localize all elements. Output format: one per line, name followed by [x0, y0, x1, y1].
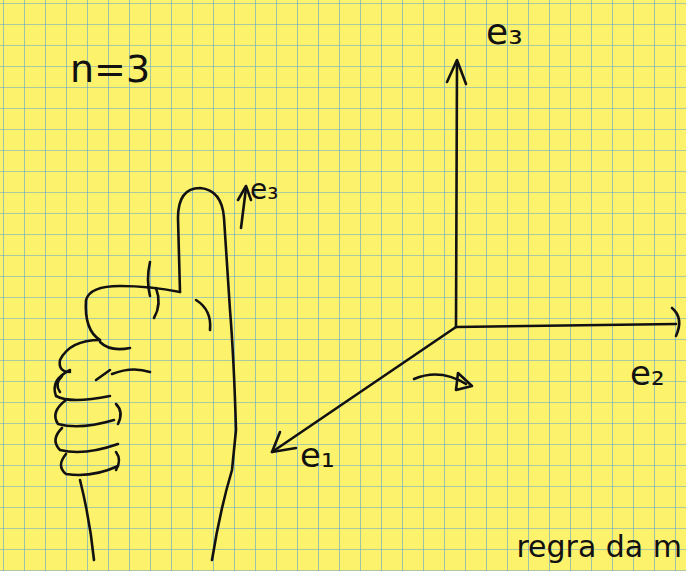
- arrowhead: [672, 308, 679, 336]
- arrowhead: [456, 373, 472, 390]
- arrowhead: [272, 432, 296, 452]
- note: regra da m: [516, 532, 682, 562]
- axis-label: e₃: [486, 14, 523, 50]
- dimension-note: n=3: [70, 50, 150, 88]
- axis-e3: [456, 62, 457, 327]
- axis-e1: [272, 327, 456, 452]
- right-hand: [55, 188, 236, 560]
- axis-label: e₂: [630, 356, 665, 390]
- axis-label: e₃: [250, 176, 278, 204]
- axis-label: e₁: [300, 438, 335, 472]
- arrowhead: [447, 60, 466, 84]
- axis-e2: [456, 324, 676, 327]
- arrowhead: [238, 186, 251, 200]
